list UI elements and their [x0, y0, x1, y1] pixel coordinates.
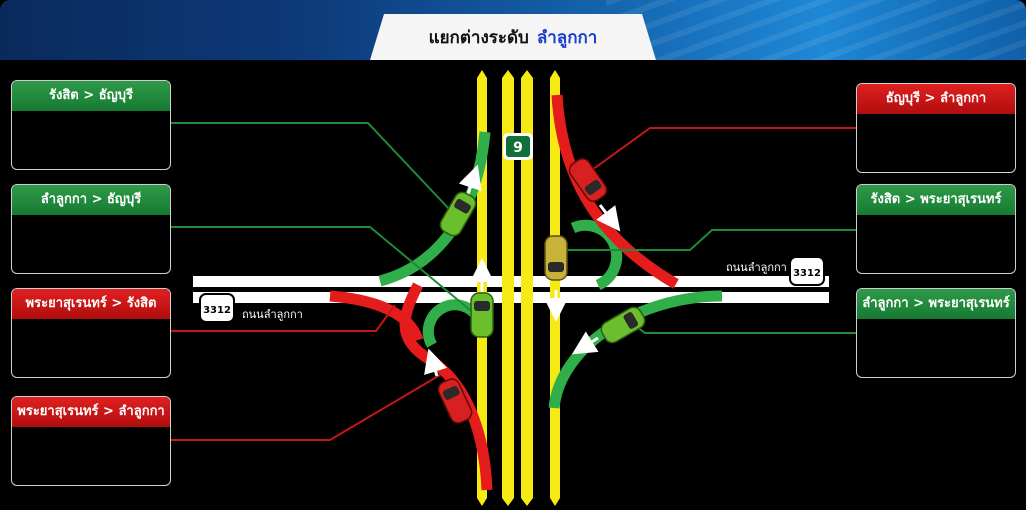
connector-thanyaburi-lamlukka [591, 127, 856, 171]
connector-phraya-rangsit [170, 304, 396, 332]
car-icons [437, 158, 646, 424]
road-number-left: 3312 [203, 305, 231, 316]
road-number-right: 3312 [793, 268, 821, 279]
route-box-phraya-lamlukka[interactable]: พระยาสุเรนทร์ > ลำลูกกา [11, 396, 171, 486]
car-icon [568, 158, 608, 202]
car-icon [470, 292, 494, 338]
road-shield-left: 3312 [199, 293, 235, 323]
route-box-header: รังสิต > ธัญบุรี [12, 81, 170, 111]
route-box-header: พระยาสุเรนทร์ > ลำลูกกา [12, 397, 170, 427]
highway-shield: 9 [503, 133, 533, 160]
connector-lamlukka-thanyaburi [170, 226, 471, 311]
arrow-icon [424, 348, 448, 377]
title-prefix: แยกต่างระดับ [428, 27, 529, 48]
route-box-header: ธัญบุรี > ลำลูกกา [857, 84, 1015, 114]
road-name-right: ถนนลำลูกกา [726, 261, 787, 274]
ramp-loop-rangsit-phraya [570, 219, 623, 291]
route-box-thanyaburi-lamlukka[interactable]: ธัญบุรี > ลำลูกกา [856, 83, 1016, 173]
route-box-header: พระยาสุเรนทร์ > รังสิต [12, 289, 170, 319]
ramp-phraya-rangsit-left [329, 290, 424, 343]
car-icon [544, 235, 568, 281]
connector-lamlukka-phraya [624, 317, 856, 334]
connector-rangsit-phraya [560, 229, 856, 251]
route-box-rangsit-thanyaburi[interactable]: รังสิต > ธัญบุรี [11, 80, 171, 170]
road-shield-right: 3312 [789, 256, 825, 286]
page-title: แยกต่างระดับ ลำลูกกา [370, 14, 656, 60]
route-box-rangsit-phraya[interactable]: รังสิต > พระยาสุเรนทร์ [856, 184, 1016, 274]
road-name-left: ถนนลำลูกกา [242, 308, 303, 321]
route-box-header: ลำลูกกา > ธัญบุรี [12, 185, 170, 215]
arrow-icon [596, 204, 621, 232]
ramp-thanyaburi-lamlukka [551, 94, 679, 289]
highway-lane-2 [502, 70, 514, 506]
arrow-icon [571, 331, 599, 355]
route-box-lamlukka-thanyaburi[interactable]: ลำลูกกา > ธัญบุรี [11, 184, 171, 274]
route-box-header: รังสิต > พระยาสุเรนทร์ [857, 185, 1015, 215]
car-icon [439, 191, 477, 237]
connector-rangsit-thanyaburi [170, 122, 451, 211]
route-box-header: ลำลูกกา > พระยาสุเรนทร์ [857, 289, 1015, 319]
direction-arrows [424, 164, 621, 377]
highway-lane-3 [521, 70, 533, 506]
route-box-phraya-rangsit[interactable]: พระยาสุเรนทร์ > รังสิต [11, 288, 171, 378]
overpass-decoration [606, 0, 1026, 60]
title-highlight: ลำลูกกา [536, 27, 598, 48]
car-icon [600, 306, 646, 344]
highway-number: 9 [513, 140, 523, 156]
car-icon [437, 378, 473, 424]
connector-phraya-lamlukka [170, 374, 441, 441]
route-box-lamlukka-phraya[interactable]: ลำลูกกา > พระยาสุเรนทร์ [856, 288, 1016, 378]
